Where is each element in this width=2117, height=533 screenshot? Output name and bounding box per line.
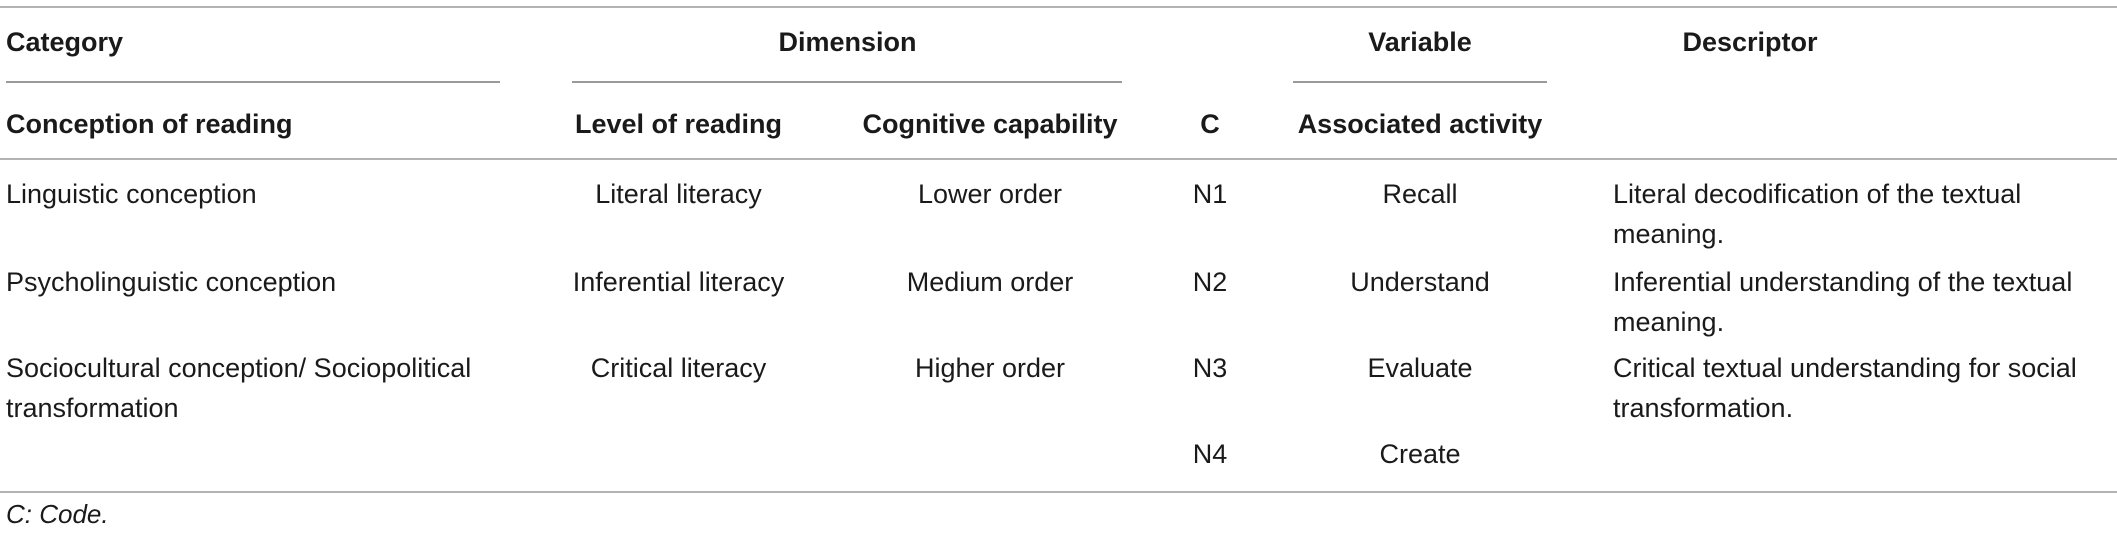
dimension-spanner-rule bbox=[572, 81, 1122, 83]
variable-spanner-rule bbox=[1293, 81, 1547, 83]
row1-descriptor-line1: Literal decodification of the textual bbox=[1613, 179, 2022, 209]
row1-cognitive: Lower order bbox=[917, 179, 1063, 209]
row3-descriptor-line2: transformation. bbox=[1613, 393, 1794, 423]
row1-code: N1 bbox=[1192, 179, 1228, 209]
row3-code: N3 bbox=[1192, 353, 1228, 383]
row1-level: Literal literacy bbox=[595, 179, 762, 209]
row2-activity: Understand bbox=[1350, 267, 1490, 297]
header-conception: Conception of reading bbox=[6, 109, 293, 139]
row3-cognitive: Higher order bbox=[914, 353, 1066, 383]
header-descriptor: Descriptor bbox=[1682, 27, 1818, 57]
row3-conception-line1: Sociocultural conception/ Sociopolitical bbox=[6, 353, 472, 383]
row2-conception: Psycholinguistic conception bbox=[6, 267, 337, 297]
header-level: Level of reading bbox=[574, 109, 783, 139]
header-code: C bbox=[1200, 109, 1220, 139]
row2-code: N2 bbox=[1192, 267, 1228, 297]
header-bottom-rule bbox=[0, 158, 2117, 160]
row2-descriptor-line2: meaning. bbox=[1613, 307, 1725, 337]
top-rule bbox=[0, 6, 2117, 8]
header-cognitive: Cognitive capability bbox=[862, 109, 1118, 139]
header-dimension: Dimension bbox=[778, 27, 917, 57]
header-category: Category bbox=[6, 27, 124, 57]
row1-activity: Recall bbox=[1382, 179, 1458, 209]
row4-activity: Create bbox=[1379, 439, 1461, 469]
row2-level: Inferential literacy bbox=[572, 267, 785, 297]
footnote: C: Code. bbox=[6, 499, 109, 529]
category-spanner-rule bbox=[6, 81, 500, 83]
row3-activity: Evaluate bbox=[1367, 353, 1473, 383]
row3-level: Critical literacy bbox=[590, 353, 767, 383]
header-activity: Associated activity bbox=[1297, 109, 1543, 139]
row3-conception-line2: transformation bbox=[6, 393, 179, 423]
row2-cognitive: Medium order bbox=[906, 267, 1074, 297]
row3-descriptor-line1: Critical textual understanding for socia… bbox=[1613, 353, 2077, 383]
row1-descriptor-line2: meaning. bbox=[1613, 219, 1725, 249]
row1-conception: Linguistic conception bbox=[6, 179, 257, 209]
bottom-rule bbox=[0, 491, 2117, 493]
row2-descriptor-line1: Inferential understanding of the textual bbox=[1613, 267, 2073, 297]
row4-code: N4 bbox=[1192, 439, 1228, 469]
header-variable: Variable bbox=[1368, 27, 1472, 57]
